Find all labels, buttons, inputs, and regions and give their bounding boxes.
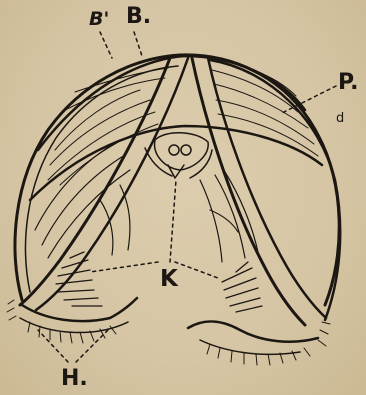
leader-lines — [38, 32, 336, 362]
left-cirri — [56, 252, 102, 306]
label-b: B. — [126, 6, 151, 28]
band-hatching-left — [48, 68, 168, 185]
right-rod-inner — [208, 58, 326, 318]
small-mark: d — [336, 112, 344, 125]
label-h: H. — [61, 368, 88, 390]
leader-k-right — [175, 262, 218, 278]
label-k: K — [160, 268, 178, 291]
leader-k-left — [90, 262, 158, 272]
leader-b — [134, 32, 142, 56]
leader-h-left — [38, 330, 68, 362]
leader-b-prime — [100, 32, 112, 58]
label-b-prime: B' — [89, 10, 109, 29]
left-rod-outer — [20, 58, 170, 305]
lower-left-flap — [22, 298, 137, 321]
leader-k-up — [170, 180, 176, 262]
central-organ — [145, 133, 212, 178]
right-bristles — [207, 322, 330, 365]
right-cirri — [222, 262, 262, 312]
label-p: P. — [338, 72, 358, 94]
lower-right-flap — [188, 321, 318, 341]
right-rod-outer — [192, 58, 305, 325]
